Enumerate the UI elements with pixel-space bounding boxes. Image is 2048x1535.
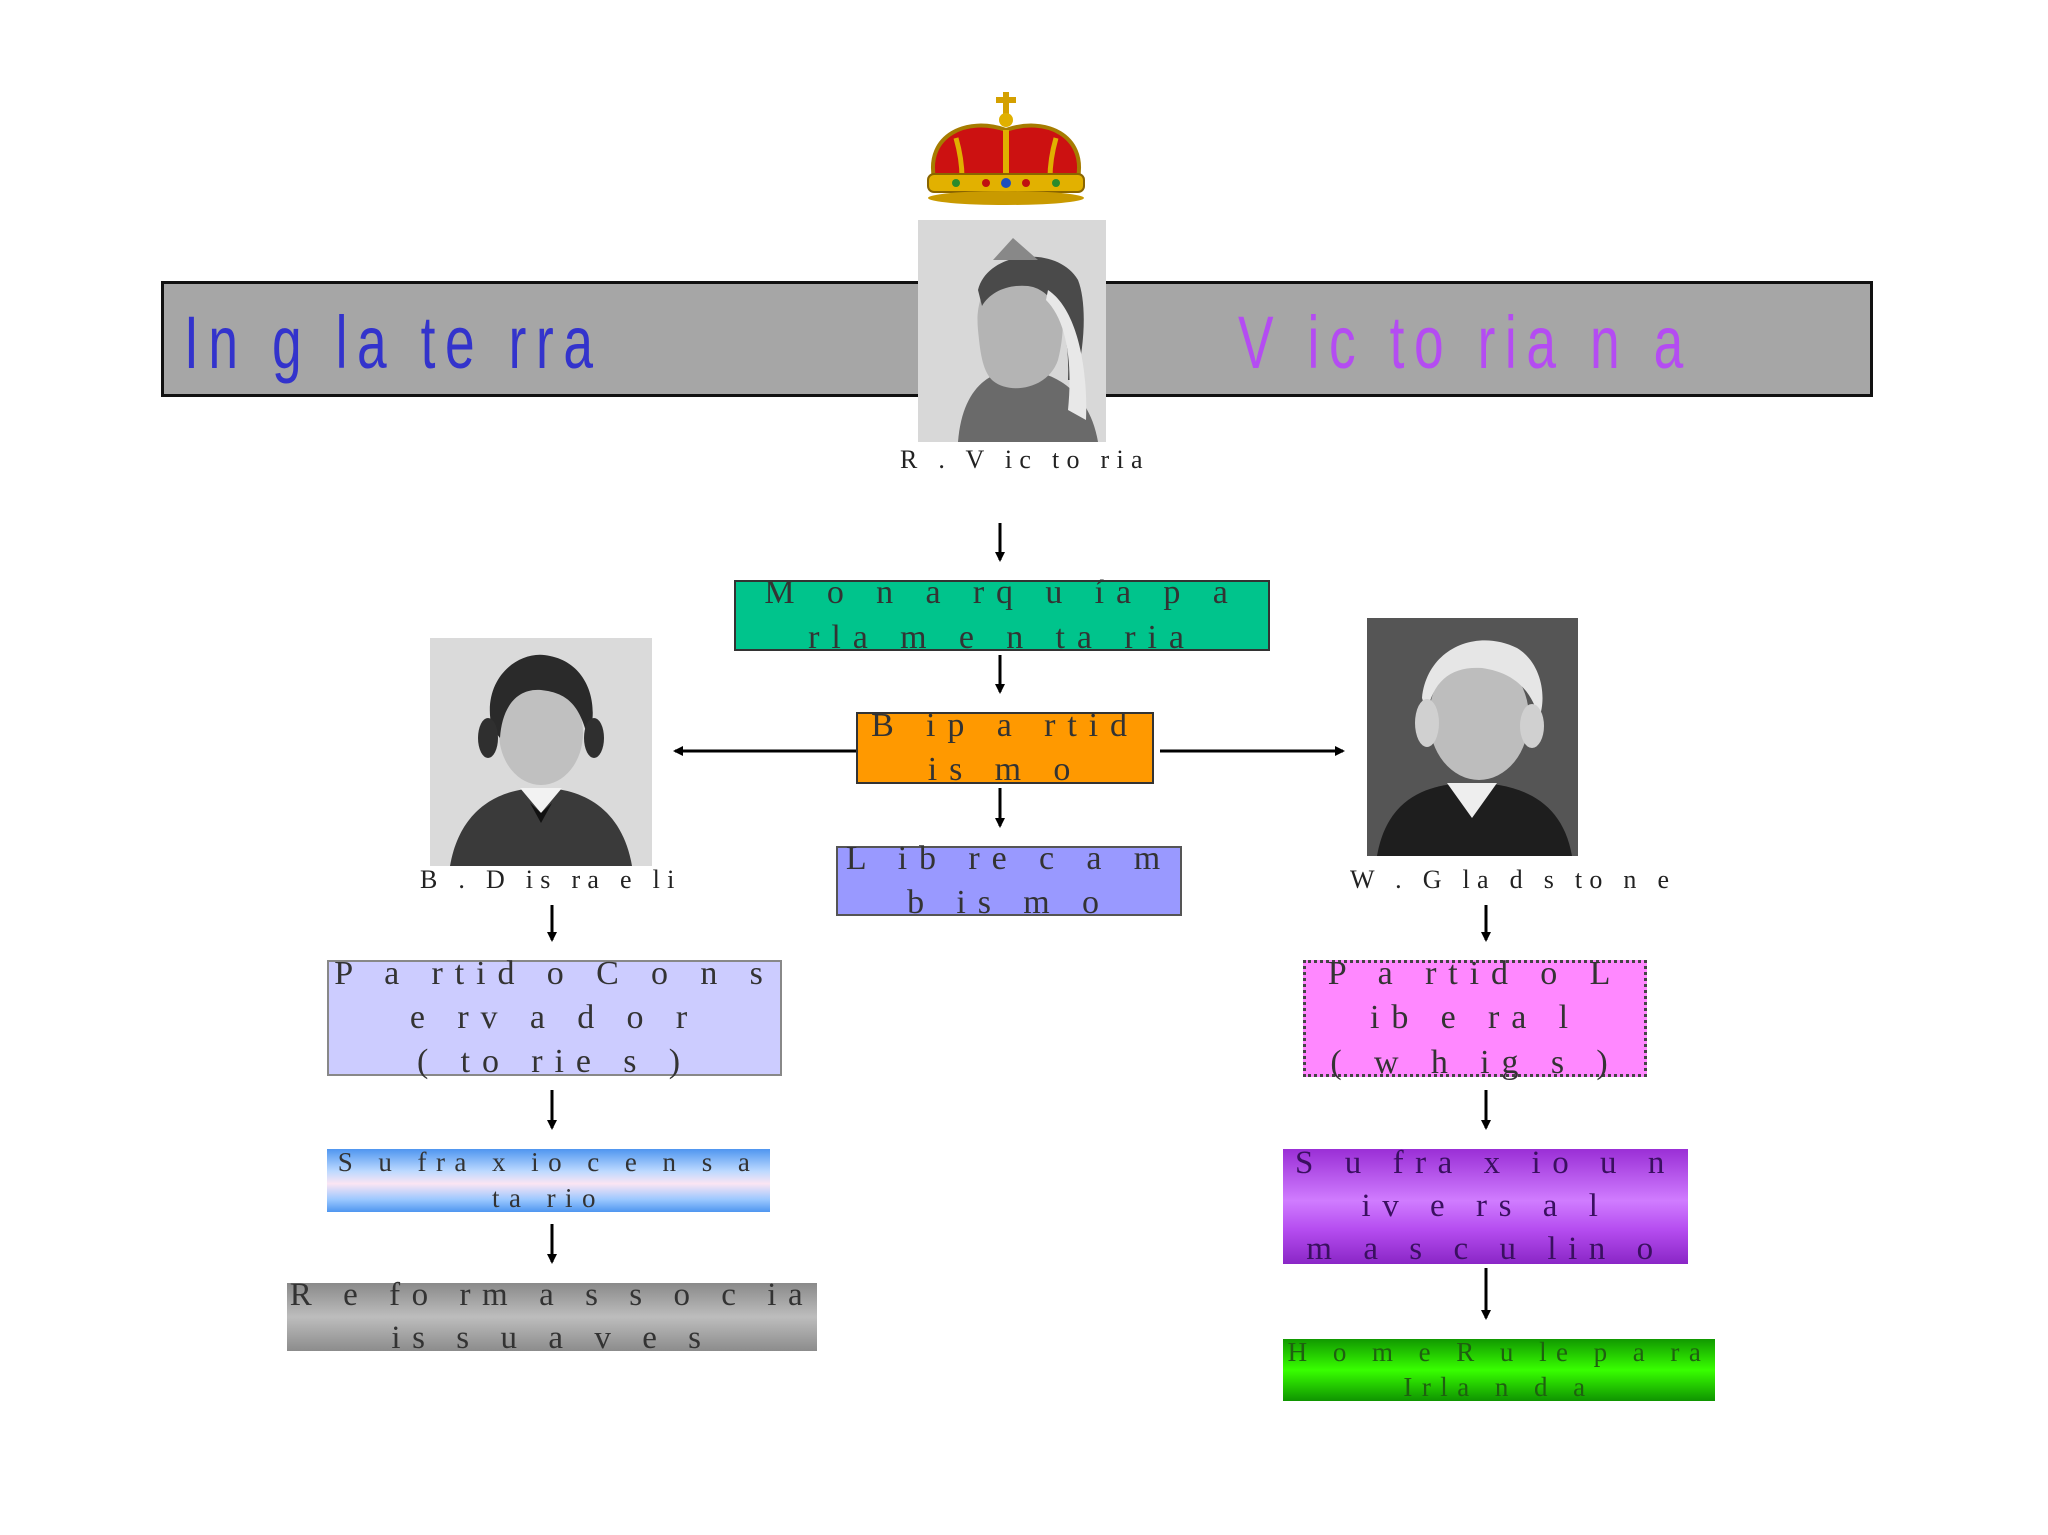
caption-disraeli: B . D is ra e li xyxy=(420,865,682,894)
node-monarquia-parlamentaria: M o n a rq u ía p a rla m e n ta ria xyxy=(734,574,1270,656)
portrait-gladstone xyxy=(1367,618,1578,856)
node-reformas-sociais: R e fo rm a s s o c ia is s u a v e s xyxy=(287,1277,817,1356)
node-sufraxio-censatario: S u fra x io c e n s a ta rio xyxy=(327,1147,770,1213)
node-librecambismo: L ib re c a m b is m o xyxy=(836,840,1182,921)
title-inglaterra: In g la te rra xyxy=(184,301,603,384)
title-victoriana: V ic to ria n a xyxy=(1238,301,1693,384)
node-home-rule: H o m e R u le p a ra Irla n d a xyxy=(1283,1337,1715,1402)
node-sufraxio-universal: S u fra x io u n iv e rs a l m a s c u l… xyxy=(1283,1145,1688,1267)
caption-victoria: R . V ic to ria xyxy=(900,445,1150,474)
node-partido-conservador: P a rtid o C o n s e rv a d o r ( to rie… xyxy=(327,955,782,1080)
portrait-disraeli xyxy=(430,638,652,866)
node-partido-liberal: P a rtid o L ib e ra l ( w h ig s ) xyxy=(1303,955,1647,1081)
caption-gladstone: W . G la d s to n e xyxy=(1350,865,1677,894)
crown-icon xyxy=(916,86,1096,208)
node-bipartidismo: B ip a rtid is m o xyxy=(856,707,1154,788)
portrait-victoria xyxy=(918,220,1106,442)
